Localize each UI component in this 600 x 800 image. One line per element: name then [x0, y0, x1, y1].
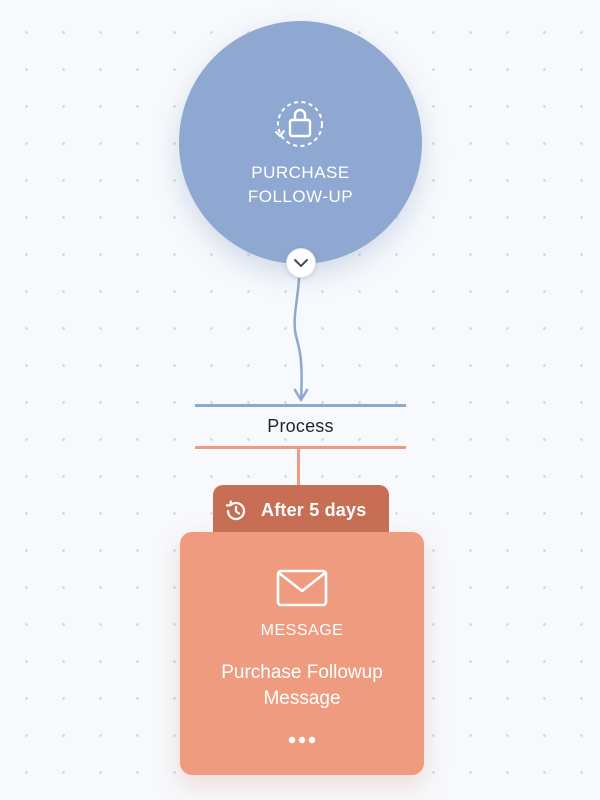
message-name-line1: Purchase Followup: [221, 662, 383, 683]
process-connector-stem: [297, 449, 300, 486]
shopping-bag-refresh-icon: [274, 98, 326, 150]
message-type-label: MESSAGE: [260, 622, 344, 639]
message-name-line2: Message: [263, 688, 341, 709]
message-card[interactable]: MESSAGE Purchase Followup Message: [180, 532, 424, 775]
trigger-title-line2: FOLLOW-UP: [247, 187, 354, 206]
delay-label: After 5 days: [261, 500, 367, 520]
message-name: Purchase Followup Message: [180, 660, 424, 712]
process-divider-bottom: [195, 446, 406, 449]
process-divider-top: [195, 404, 406, 407]
process-label[interactable]: Process: [267, 416, 334, 436]
trigger-node[interactable]: PURCHASE FOLLOW-UP: [179, 21, 422, 264]
trigger-title: PURCHASE FOLLOW-UP: [179, 161, 422, 209]
trigger-title-line1: PURCHASE: [251, 163, 350, 182]
more-options-icon[interactable]: [284, 732, 320, 748]
envelope-icon: [276, 568, 328, 613]
expand-trigger-button[interactable]: [286, 248, 316, 278]
delay-tab[interactable]: After 5 days: [213, 485, 389, 535]
